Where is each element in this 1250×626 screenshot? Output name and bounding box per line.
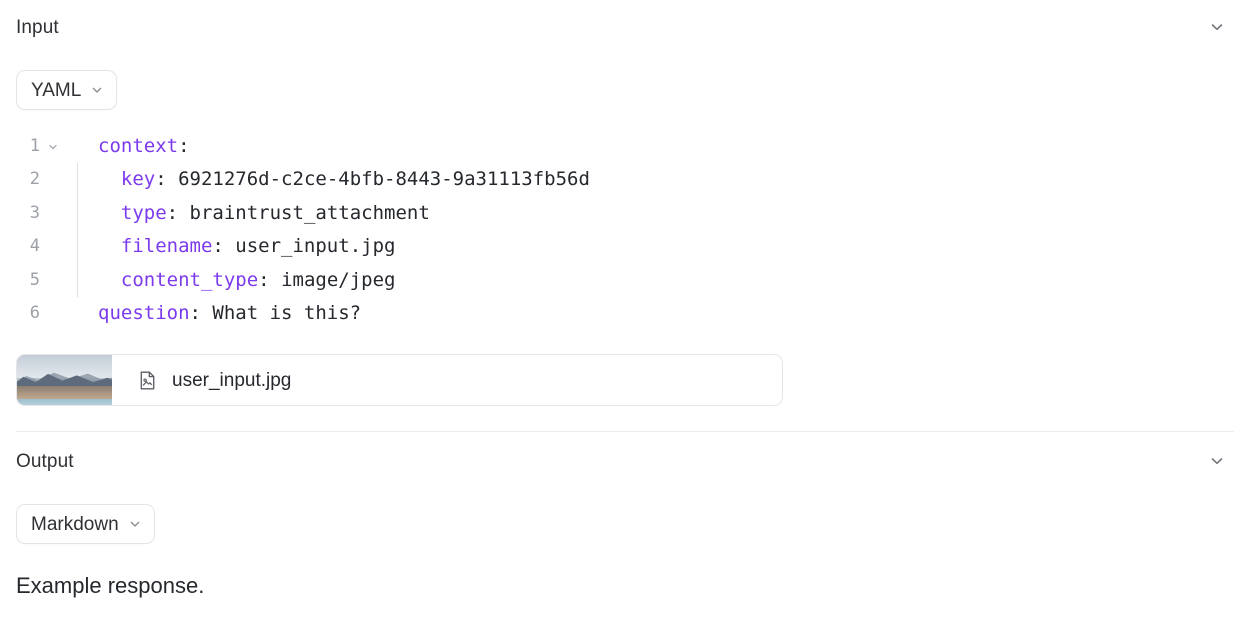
yaml-value: 6921276d-c2ce-4bfb-8443-9a31113fb56d	[166, 168, 590, 191]
code-fold-chevron-down-icon[interactable]	[40, 130, 66, 163]
indent-spacer	[66, 130, 98, 163]
yaml-colon: :	[212, 235, 224, 258]
attachment-chip[interactable]: user_input.jpg	[16, 354, 783, 406]
input-section-header[interactable]: Input	[0, 6, 1250, 48]
yaml-value: braintrust_attachment	[178, 201, 430, 224]
fold-spacer	[40, 297, 66, 330]
indent-guide	[66, 230, 98, 264]
code-text: content_type: image/jpeg	[98, 264, 396, 297]
code-line: 3 type: braintrust_attachment	[0, 196, 1250, 231]
yaml-key: question	[98, 301, 190, 324]
code-text: filename: user_input.jpg	[98, 230, 396, 263]
output-section-title: Output	[16, 450, 74, 472]
code-line: 1 context:	[0, 130, 1250, 163]
line-number: 4	[29, 236, 40, 257]
input-format-select[interactable]: YAML	[16, 70, 118, 110]
line-number: 2	[29, 169, 40, 190]
output-collapse-chevron-down-icon[interactable]	[1206, 450, 1228, 472]
yaml-colon: :	[189, 301, 201, 324]
image-file-icon	[137, 370, 158, 391]
attachment-thumbnail	[17, 355, 112, 405]
output-format-label: Markdown	[31, 513, 119, 535]
yaml-colon: :	[178, 135, 190, 157]
code-line: 6 question: What is this?	[0, 297, 1250, 330]
line-number: 5	[29, 269, 40, 290]
output-format-select[interactable]: Markdown	[16, 504, 155, 544]
thumbnail-water	[17, 398, 112, 405]
output-body-text: Example response.	[16, 573, 205, 598]
input-format-chevron-down-icon	[90, 83, 104, 97]
section-divider	[16, 431, 1234, 432]
indent-guide	[66, 263, 98, 298]
input-collapse-chevron-down-icon[interactable]	[1206, 16, 1228, 38]
code-text: question: What is this?	[98, 297, 361, 330]
line-number: 1	[29, 136, 40, 156]
code-text: type: braintrust_attachment	[98, 197, 430, 230]
line-number: 6	[29, 302, 40, 323]
yaml-key: context	[98, 135, 179, 157]
code-text: context:	[98, 130, 190, 163]
yaml-key: type	[120, 201, 167, 224]
yaml-colon: :	[258, 268, 270, 291]
fold-spacer	[40, 264, 66, 297]
yaml-key: filename	[120, 235, 213, 258]
indent-guide	[66, 196, 98, 231]
indent-guide	[66, 163, 98, 198]
input-format-label: YAML	[31, 79, 82, 101]
code-line: 4 filename: user_input.jpg	[0, 230, 1250, 264]
thumbnail-sky	[17, 355, 112, 378]
yaml-value: What is this?	[200, 301, 362, 324]
yaml-key: content_type	[120, 268, 259, 291]
output-section-header[interactable]: Output	[0, 440, 1250, 482]
code-line: 2 key: 6921276d-c2ce-4bfb-8443-9a31113fb…	[0, 163, 1250, 198]
line-number: 3	[29, 202, 40, 223]
attachment-filename: user_input.jpg	[172, 369, 292, 391]
yaml-value: user_input.jpg	[223, 235, 396, 258]
output-format-chevron-down-icon	[128, 517, 142, 531]
yaml-value: image/jpeg	[269, 268, 396, 291]
code-text: key: 6921276d-c2ce-4bfb-8443-9a31113fb56…	[98, 163, 590, 196]
fold-spacer	[40, 230, 66, 263]
yaml-key: key	[120, 168, 156, 191]
yaml-colon: :	[155, 168, 167, 191]
yaml-colon: :	[166, 201, 179, 224]
fold-spacer	[40, 163, 66, 196]
code-line: 5 content_type: image/jpeg	[0, 263, 1250, 298]
thumbnail-shore	[17, 386, 112, 400]
fold-spacer	[40, 197, 66, 230]
indent-spacer	[66, 297, 98, 330]
input-section-title: Input	[16, 16, 59, 38]
